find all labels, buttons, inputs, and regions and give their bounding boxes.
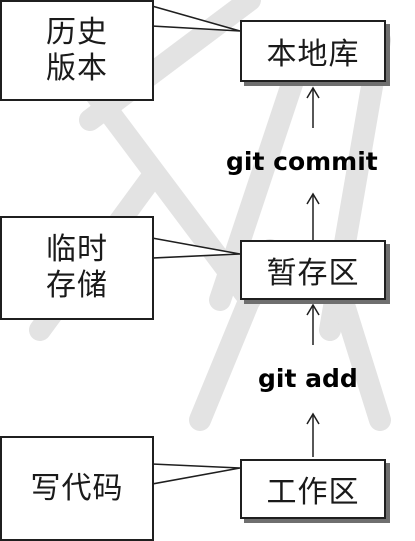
staging-box: 暂存区 — [240, 240, 386, 300]
arrow-staging-to-commit — [306, 192, 320, 240]
temp-callout-line2: 存储 — [46, 268, 108, 303]
temp-callout: 临时 存储 — [0, 216, 154, 320]
write-callout: 写代码 — [0, 436, 154, 541]
git-add-label: git add — [258, 364, 358, 393]
repository-label: 本地库 — [266, 37, 360, 72]
temp-callout-line1: 临时 — [46, 232, 108, 267]
workspace-label: 工作区 — [266, 475, 360, 510]
write-callout-pointer — [151, 463, 241, 485]
arrow-add-to-staging — [306, 303, 320, 345]
history-callout-line2: 版本 — [46, 50, 108, 86]
workspace-box: 工作区 — [240, 459, 386, 519]
staging-label: 暂存区 — [266, 256, 360, 291]
repository-box: 本地库 — [240, 20, 386, 82]
arrow-commit-to-repository — [306, 86, 320, 128]
arrow-workspace-to-add — [306, 412, 320, 457]
history-callout: 历史 版本 — [0, 0, 154, 101]
history-callout-line1: 历史 — [46, 14, 108, 50]
write-callout-line1: 写代码 — [30, 470, 124, 506]
git-commit-label: git commit — [226, 147, 378, 176]
